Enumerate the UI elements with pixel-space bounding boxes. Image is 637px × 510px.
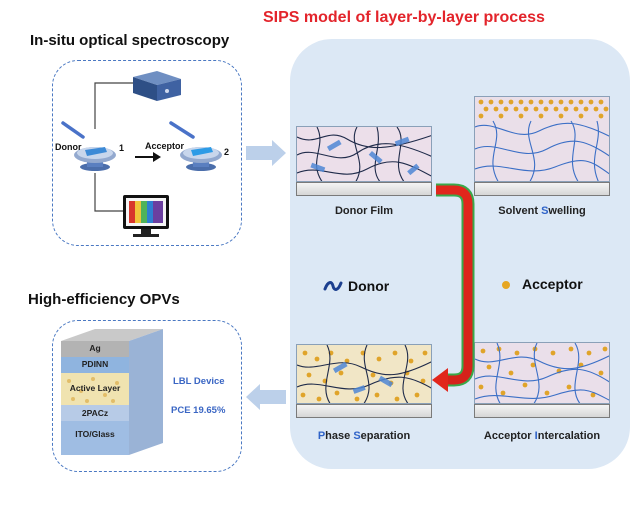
phase-separation-illustration [297, 345, 431, 403]
caption-phase-separation: Phase Separation [317, 430, 411, 442]
intercalation-illustration [475, 343, 609, 403]
setup-box: Donor 1 Acceptor 2 [52, 60, 242, 246]
caption-acceptor-intercalation: Acceptor Intercalation [483, 430, 601, 442]
arrow-left-shape [246, 384, 286, 410]
caption-donor-film: Donor Film [334, 205, 394, 217]
donor-film-substrate [296, 182, 432, 196]
legend-acceptor: Acceptor [522, 276, 583, 292]
layer-pdinn: PDINN [81, 359, 109, 369]
donor-film-image [296, 126, 432, 182]
phase-separation-image [296, 344, 432, 404]
swelling-network-illustration [475, 99, 609, 181]
step1-label: 1 [119, 143, 125, 153]
acceptor-intercalation-image [474, 342, 610, 404]
donor-network-illustration [297, 127, 431, 181]
legend-donor: Donor [348, 278, 390, 294]
acceptor-label: Acceptor [145, 141, 185, 151]
layer-active: Active Layer [69, 383, 121, 393]
donor-label: Donor [55, 142, 82, 152]
title-sips: SIPS model of layer-by-layer process [263, 9, 545, 26]
acceptor-intercalation-substrate [474, 404, 610, 418]
step2-label: 2 [224, 147, 230, 157]
setup-illustration [61, 71, 222, 237]
layer-ag: Ag [89, 343, 101, 353]
donor-legend-icon [323, 281, 343, 291]
solvent-swelling-substrate [474, 182, 610, 196]
device-layer-labels: Ag PDINN Active Layer 2PACz ITO/Glass [61, 341, 129, 455]
title-insitu: In-situ optical spectroscopy [30, 32, 230, 49]
device-box: Ag PDINN Active Layer 2PACz ITO/Glass LB… [52, 320, 242, 472]
pce-label: PCE 19.65% [171, 405, 226, 416]
title-opvs: High-efficiency OPVs [28, 291, 180, 308]
caption-solvent-swelling: Solvent Swelling [498, 205, 586, 217]
solvent-swelling-image [474, 96, 610, 182]
layer-ito-glass: ITO/Glass [75, 429, 115, 439]
lbl-device-label: LBL Device [173, 376, 225, 387]
arrow-right-shape [246, 140, 286, 166]
process-arrow [432, 183, 475, 392]
device-stack-illustration [61, 329, 163, 455]
layer-2pacz: 2PACz [81, 408, 109, 418]
acceptor-legend-icon [502, 281, 510, 289]
phase-separation-substrate [296, 404, 432, 418]
